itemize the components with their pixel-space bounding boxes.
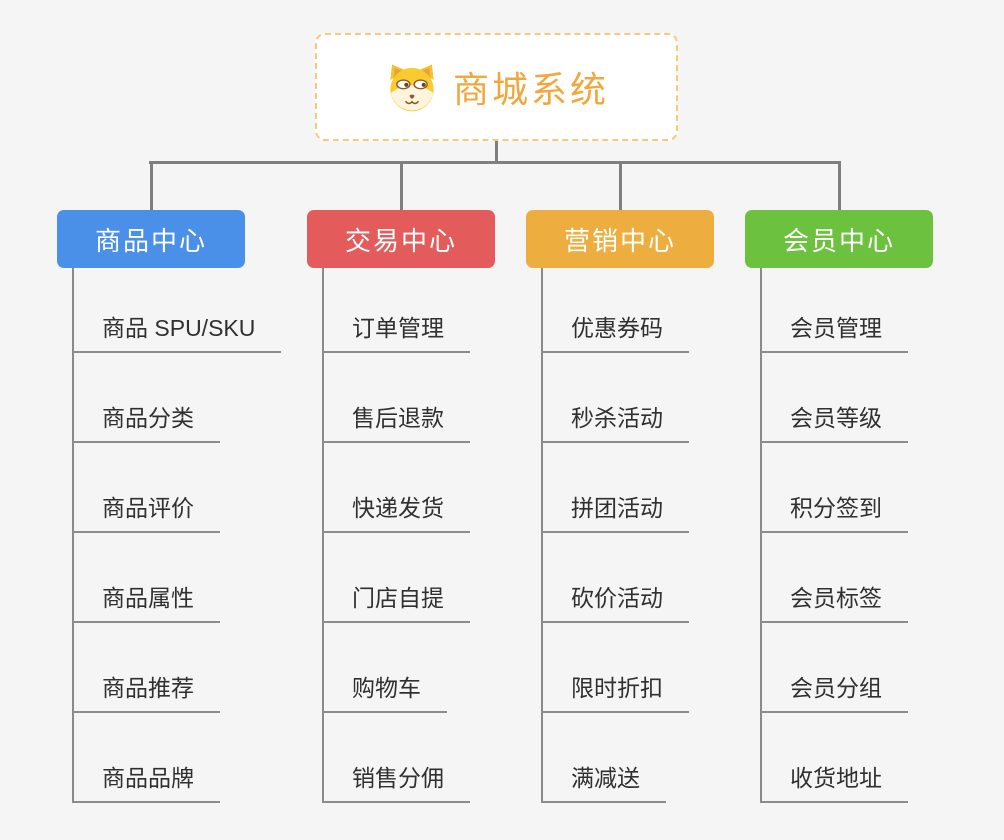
child-node[interactable]: 优惠券码 (541, 263, 689, 353)
branch-label: 交易中心 (344, 225, 457, 256)
connector-drop-trade-center (399, 161, 403, 210)
child-node[interactable]: 拼团活动 (541, 443, 689, 533)
child-label: 收货地址 (760, 759, 908, 803)
connector-trunk-product-center (72, 268, 74, 802)
branch-label: 营销中心 (563, 225, 676, 256)
root-node[interactable]: 商城系统 (315, 33, 678, 141)
child-node[interactable]: 商品推荐 (72, 623, 281, 713)
child-label: 商品评价 (72, 489, 220, 533)
child-label: 会员等级 (760, 399, 908, 443)
child-node[interactable]: 销售分佣 (322, 713, 470, 803)
branch-label: 商品中心 (94, 225, 207, 256)
child-node[interactable]: 商品分类 (72, 353, 281, 443)
child-node[interactable]: 购物车 (322, 623, 470, 713)
child-node[interactable]: 会员标签 (760, 533, 908, 623)
child-node[interactable]: 订单管理 (322, 263, 470, 353)
child-label: 积分签到 (760, 489, 908, 533)
child-node[interactable]: 快递发货 (322, 443, 470, 533)
child-node[interactable]: 商品评价 (72, 443, 281, 533)
child-label: 商品推荐 (72, 669, 220, 713)
child-node[interactable]: 秒杀活动 (541, 353, 689, 443)
child-node[interactable]: 商品属性 (72, 533, 281, 623)
branch-node-product-center[interactable]: 商品中心 (57, 210, 245, 268)
child-label: 商品属性 (72, 579, 220, 623)
child-label: 商品分类 (72, 399, 220, 443)
child-node[interactable]: 会员等级 (760, 353, 908, 443)
child-label: 拼团活动 (541, 489, 689, 533)
branch-node-trade-center[interactable]: 交易中心 (307, 210, 495, 268)
connector-drop-product-center (149, 161, 153, 210)
child-label: 商品 SPU/SKU (72, 309, 282, 353)
child-label: 砍价活动 (541, 579, 689, 623)
child-column-trade-center: 订单管理售后退款快递发货门店自提购物车销售分佣 (322, 263, 470, 803)
child-label: 快递发货 (322, 489, 470, 533)
branch-node-marketing-center[interactable]: 营销中心 (526, 210, 714, 268)
child-label: 商品品牌 (72, 759, 220, 803)
child-label: 会员标签 (760, 579, 908, 623)
connector-horizontal-bar (149, 161, 840, 164)
child-label: 秒杀活动 (541, 399, 689, 443)
child-node[interactable]: 收货地址 (760, 713, 908, 803)
child-label: 销售分佣 (322, 759, 470, 803)
child-label: 售后退款 (322, 399, 470, 443)
child-label: 订单管理 (322, 309, 470, 353)
connector-trunk-trade-center (322, 268, 324, 802)
child-node[interactable]: 会员分组 (760, 623, 908, 713)
connector-trunk-marketing-center (541, 268, 543, 802)
child-node[interactable]: 商品品牌 (72, 713, 281, 803)
child-node[interactable]: 会员管理 (760, 263, 908, 353)
child-node[interactable]: 售后退款 (322, 353, 470, 443)
child-node[interactable]: 满减送 (541, 713, 689, 803)
child-label: 购物车 (322, 669, 447, 713)
child-column-product-center: 商品 SPU/SKU 商品分类商品评价商品属性商品推荐商品品牌 (72, 263, 282, 803)
child-column-member-center: 会员管理会员等级积分签到会员标签会员分组收货地址 (760, 263, 908, 803)
child-node[interactable]: 积分签到 (760, 443, 908, 533)
child-label: 满减送 (541, 759, 666, 803)
child-node[interactable]: 商品 SPU/SKU (72, 263, 282, 353)
connector-root-stub (495, 141, 498, 164)
connector-drop-marketing-center (618, 161, 622, 210)
dog-face-icon (384, 61, 440, 113)
child-label: 门店自提 (322, 579, 470, 623)
branch-label: 会员中心 (782, 225, 895, 256)
child-label: 限时折扣 (541, 669, 689, 713)
root-title: 商城系统 (452, 69, 609, 110)
connector-drop-member-center (837, 161, 841, 210)
child-node[interactable]: 砍价活动 (541, 533, 689, 623)
child-column-marketing-center: 优惠券码秒杀活动拼团活动砍价活动限时折扣满减送 (541, 263, 689, 803)
child-node[interactable]: 限时折扣 (541, 623, 689, 713)
child-label: 会员管理 (760, 309, 908, 353)
branch-node-member-center[interactable]: 会员中心 (745, 210, 933, 268)
connector-trunk-member-center (760, 268, 762, 802)
child-label: 会员分组 (760, 669, 908, 713)
child-label: 优惠券码 (541, 309, 689, 353)
child-node[interactable]: 门店自提 (322, 533, 470, 623)
